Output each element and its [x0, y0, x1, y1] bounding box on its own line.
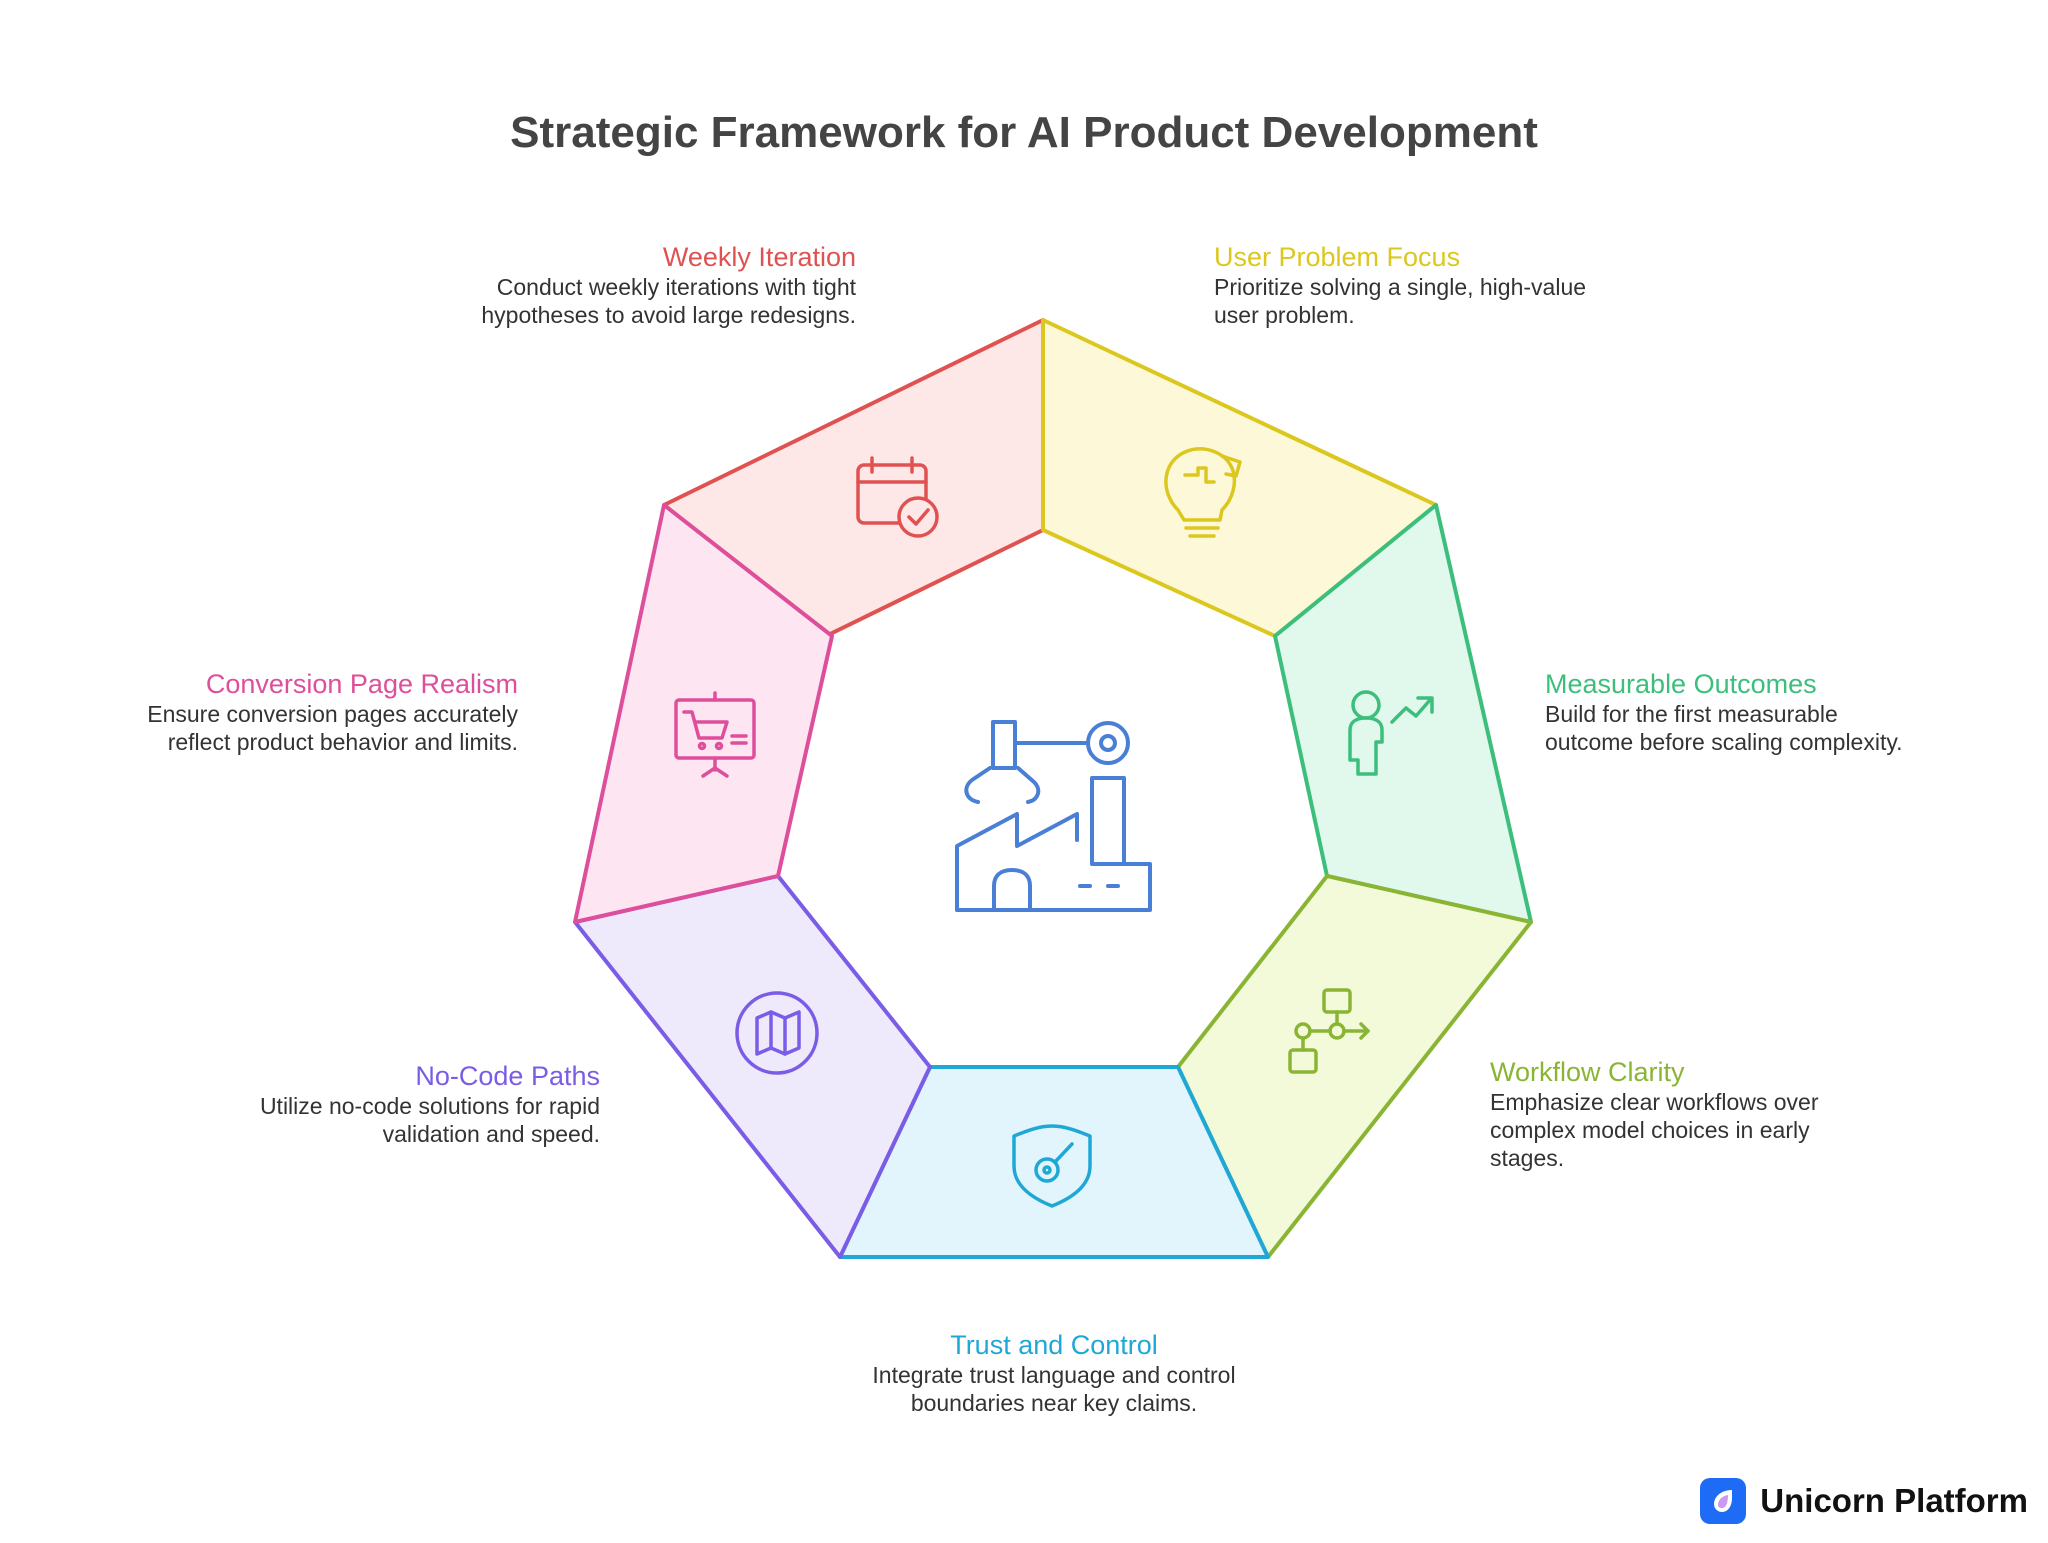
caption-desc-line: Conduct weekly iterations with tight: [496, 274, 856, 300]
brand-name: Unicorn Platform: [1760, 1482, 2028, 1519]
unicorn-logo-icon: [1700, 1478, 1747, 1524]
shield-key-icon: [1012, 1124, 1092, 1208]
robot-factory-icon: [955, 720, 1152, 912]
calendar-check-icon: [856, 456, 939, 538]
caption-heading: Workflow Clarity: [1490, 1057, 1685, 1087]
caption-desc-line: Integrate trust language and control: [872, 1362, 1236, 1388]
caption-desc-line: user problem.: [1214, 302, 1355, 328]
caption-heading: Trust and Control: [950, 1330, 1158, 1360]
caption-heading: Measurable Outcomes: [1545, 669, 1817, 699]
lightbulb-puzzle-icon: [1164, 447, 1242, 538]
caption-user-problem-focus: User Problem Focus Prioritize solving a …: [1214, 241, 1586, 329]
caption-trust-and-control: Trust and Control Integrate trust langua…: [754, 1329, 1354, 1417]
caption-desc-line: complex model choices in early: [1490, 1117, 1810, 1143]
caption-desc-line: Utilize no-code solutions for rapid: [259, 1093, 600, 1119]
caption-desc-line: outcome before scaling complexity.: [1545, 729, 1903, 755]
caption-desc-line: stages.: [1490, 1145, 1565, 1171]
caption-heading: Weekly Iteration: [662, 242, 856, 272]
caption-desc-line: hypotheses to avoid large redesigns.: [481, 302, 856, 328]
map-icon: [735, 991, 819, 1075]
caption-workflow-clarity: Workflow Clarity Emphasize clear workflo…: [1490, 1056, 1819, 1172]
caption-heading: Conversion Page Realism: [205, 669, 518, 699]
caption-desc-line: Prioritize solving a single, high-value: [1214, 274, 1587, 300]
caption-heading: No-Code Paths: [415, 1061, 600, 1091]
segment-conversion-page-realism: [573, 503, 834, 924]
caption-desc-line: reflect product behavior and limits.: [167, 729, 518, 755]
caption-measurable-outcomes: Measurable Outcomes Build for the first …: [1545, 668, 1903, 756]
caption-desc-line: validation and speed.: [382, 1121, 600, 1147]
caption-heading: User Problem Focus: [1214, 242, 1461, 272]
caption-desc-line: Ensure conversion pages accurately: [147, 701, 518, 727]
segment-trust-and-control: [838, 1065, 1270, 1259]
person-growth-icon: [1348, 690, 1434, 776]
page-title: Strategic Framework for AI Product Devel…: [510, 108, 1538, 157]
caption-no-code-paths: No-Code Paths Utilize no-code solutions …: [260, 1060, 600, 1148]
cart-presentation-icon: [674, 691, 756, 778]
caption-conversion-page-realism: Conversion Page Realism Ensure conversio…: [147, 668, 518, 756]
caption-desc-line: Build for the first measurable: [1545, 701, 1838, 727]
workflow-icon: [1288, 988, 1370, 1074]
caption-desc-line: Emphasize clear workflows over: [1490, 1089, 1819, 1115]
caption-desc-line: boundaries near key claims.: [910, 1390, 1198, 1416]
caption-weekly-iteration: Weekly Iteration Conduct weekly iteratio…: [481, 241, 856, 329]
brand-logo[interactable]: Unicorn Platform: [1700, 1478, 2028, 1524]
